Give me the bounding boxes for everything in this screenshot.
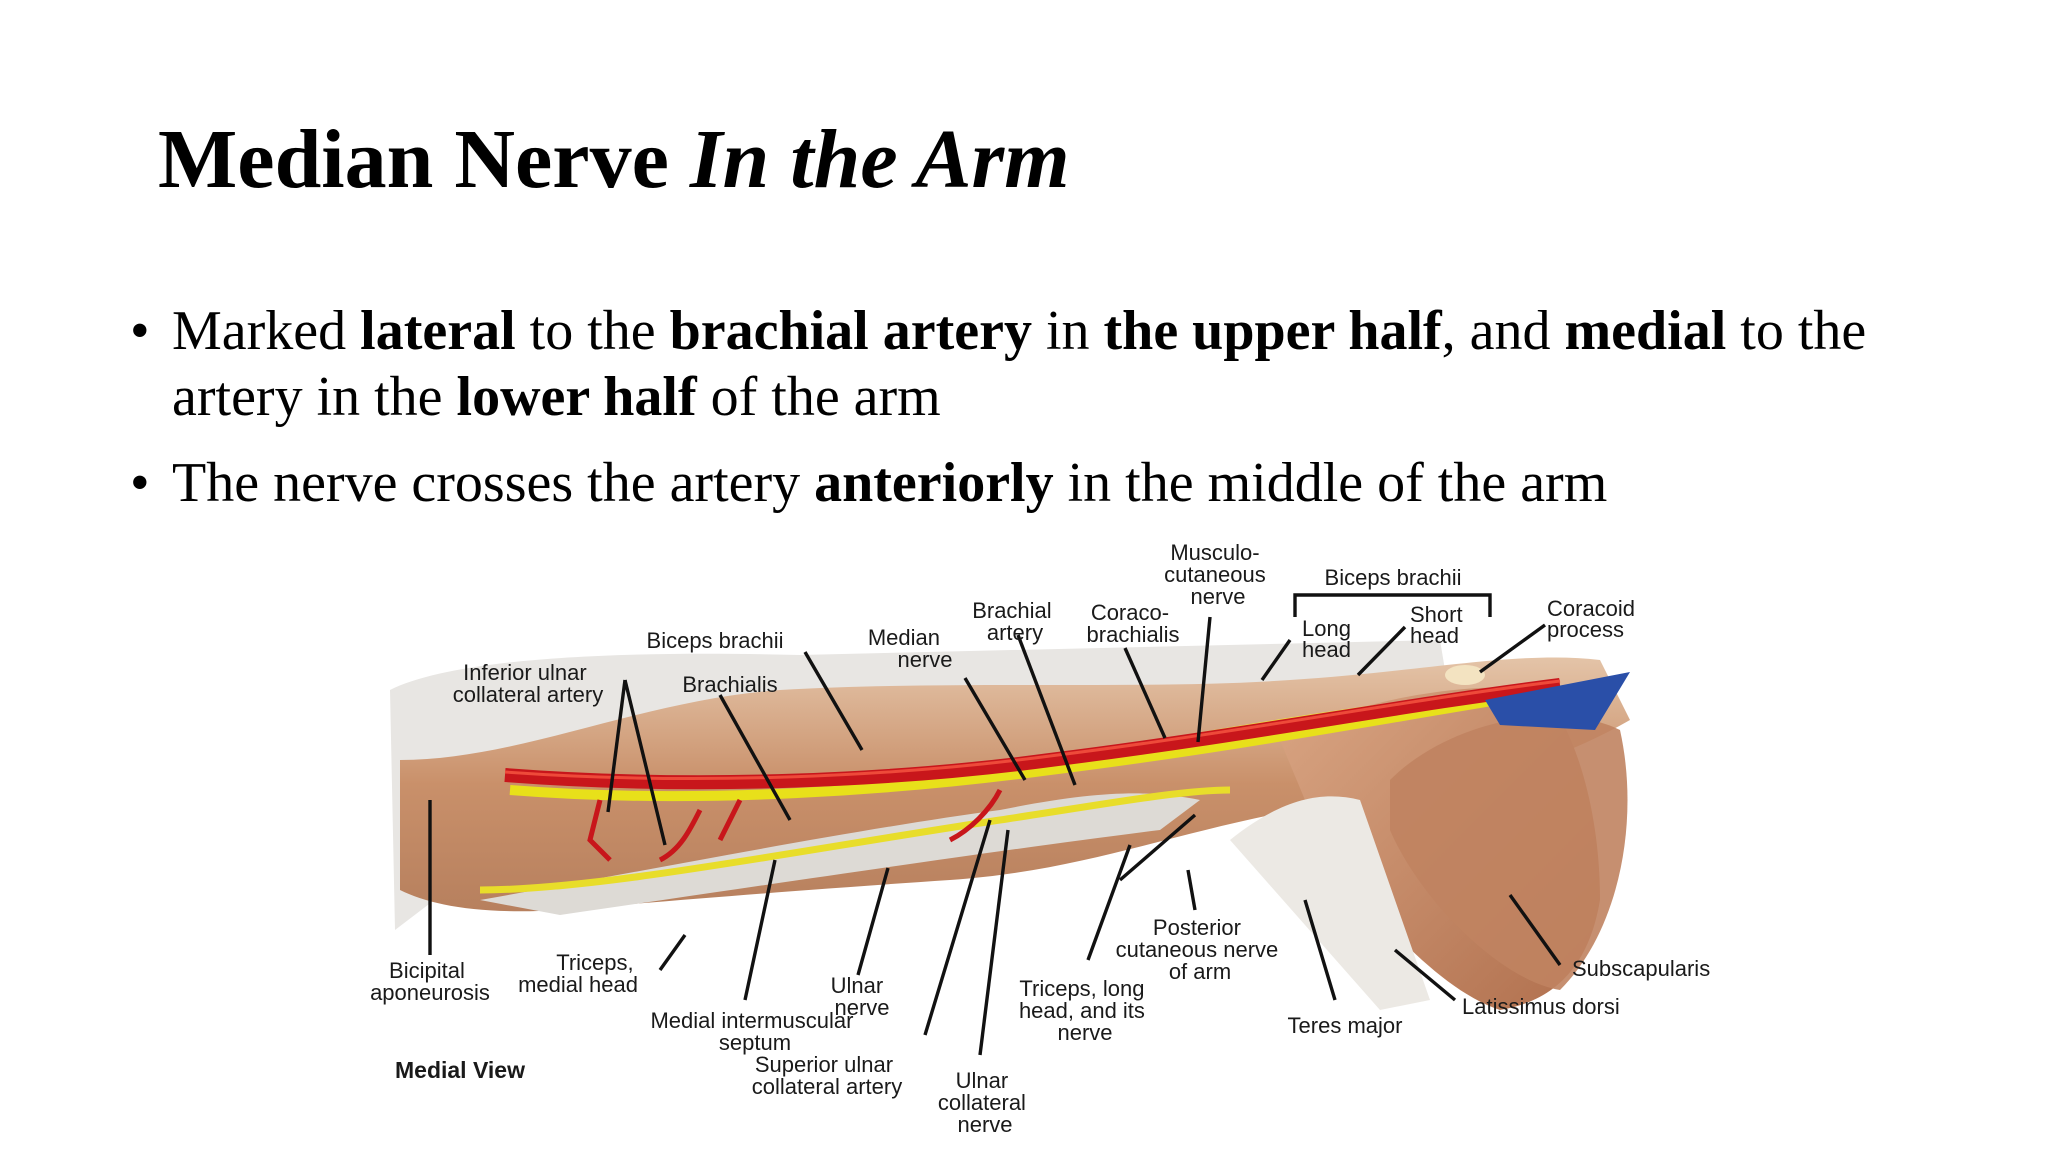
brachial-artery: [504, 678, 1561, 790]
label-ulnar-nerve: Ulnar nerve: [831, 973, 890, 1020]
leader-lines: [428, 593, 1562, 1056]
bold-run: anteriorly: [814, 452, 1054, 514]
bold-run: brachial artery: [669, 300, 1032, 362]
label-biceps-brachii: Biceps brachii: [647, 628, 784, 653]
label-coracoid-process: Coracoid process: [1547, 596, 1641, 642]
label-subscapularis: Subscapularis: [1572, 956, 1710, 981]
lower-sheath: [480, 793, 1200, 915]
subscapularis-muscle: [1390, 716, 1628, 990]
leader-line: [623, 679, 667, 846]
collateral-branches: [587, 788, 1003, 863]
median-nerve-yellow: [509, 685, 1561, 802]
label-long-head: Long head: [1302, 616, 1357, 662]
text-run: to the artery in the: [172, 300, 1867, 428]
leader-line: [1086, 844, 1132, 961]
bold-run: medial: [1564, 300, 1727, 362]
text-run: The nerve crosses the artery: [172, 452, 815, 514]
leader-line: [1196, 616, 1212, 743]
text-run: in: [1031, 300, 1104, 362]
text-run: to the: [515, 300, 670, 362]
text-run: Marked: [172, 300, 361, 362]
leader-line: [1123, 647, 1167, 739]
leader-line: [718, 694, 792, 821]
title-main: Median Nerve: [158, 113, 669, 206]
bullet-item: Marked lateral to the brachial artery in…: [130, 298, 1950, 430]
leader-line: [658, 934, 687, 971]
bullet-item: The nerve crosses the artery anteriorly …: [130, 450, 1950, 516]
leader-line: [743, 859, 777, 1001]
leader-line: [1260, 639, 1292, 681]
label-triceps-medial: Triceps, medial head: [518, 950, 640, 997]
label-latissimus: Latissimus dorsi: [1462, 994, 1620, 1019]
label-short-head: Short head: [1410, 602, 1469, 648]
label-medial-view: Medial View: [395, 1057, 525, 1083]
text-run: , and: [1441, 300, 1565, 362]
leader-line: [923, 819, 992, 1036]
leader-line: [803, 651, 864, 751]
leader-line: [1016, 634, 1077, 786]
ulnar-nerve-yellow: [479, 786, 1231, 894]
bold-run: lateral: [360, 300, 516, 362]
coracoid-process: [1445, 665, 1485, 685]
leader-line: [1508, 894, 1562, 966]
tendon-bands: [1230, 796, 1430, 1010]
label-ulnar-collateral-nerve: Ulnar collateral nerve: [938, 1068, 1032, 1137]
text-run: of the arm: [696, 366, 941, 428]
bold-run: lower half: [456, 366, 697, 428]
leader-line: [963, 677, 1027, 781]
leader-line: [1118, 813, 1197, 882]
label-medial-septum: Medial intermuscular septum: [650, 1008, 859, 1055]
label-median-nerve: Median nerve: [868, 625, 953, 672]
label-brachial-artery: Brachial artery: [972, 598, 1058, 645]
label-brachialis: Brachialis: [682, 672, 777, 697]
axillary-vein: [1485, 672, 1630, 730]
biceps-bracket: [1293, 593, 1492, 617]
label-inferior-ulnar: Inferior ulnar collateral artery: [453, 660, 603, 707]
leader-line: [1479, 623, 1546, 674]
label-coracobrachialis: Coraco- brachialis: [1087, 600, 1180, 647]
bullet-list: Marked lateral to the brachial artery in…: [130, 298, 1950, 536]
artery-highlight: [504, 679, 1561, 781]
slide-title: Median Nerve In the Arm: [158, 118, 1070, 202]
text-run: in the middle of the arm: [1053, 452, 1608, 514]
bold-run: the upper half: [1103, 300, 1442, 362]
leader-line: [606, 679, 627, 813]
label-posterior-cutaneous: Posterior cutaneous nerve of arm: [1116, 915, 1285, 984]
leader-line: [1393, 948, 1457, 1002]
title-italic: In the Arm: [689, 113, 1070, 206]
figure-labels: Musculo- cutaneous nerve Biceps brachii …: [370, 540, 1710, 1137]
leader-line: [1186, 869, 1197, 911]
arm-illustration: [390, 640, 1630, 1010]
label-teres-major: Teres major: [1288, 1013, 1403, 1038]
leader-line: [1356, 625, 1407, 677]
label-bicipital: Bicipital aponeurosis: [370, 958, 490, 1005]
label-biceps-brachii-top: Biceps brachii: [1325, 565, 1462, 590]
leader-line: [978, 829, 1010, 1056]
leader-line: [856, 867, 890, 976]
label-triceps-long: Triceps, long head, and its nerve: [1019, 976, 1151, 1045]
leader-line: [1303, 899, 1337, 1001]
label-musculocutaneous: Musculo- cutaneous nerve: [1164, 540, 1272, 609]
label-superior-ulnar: Superior ulnar collateral artery: [752, 1052, 902, 1099]
